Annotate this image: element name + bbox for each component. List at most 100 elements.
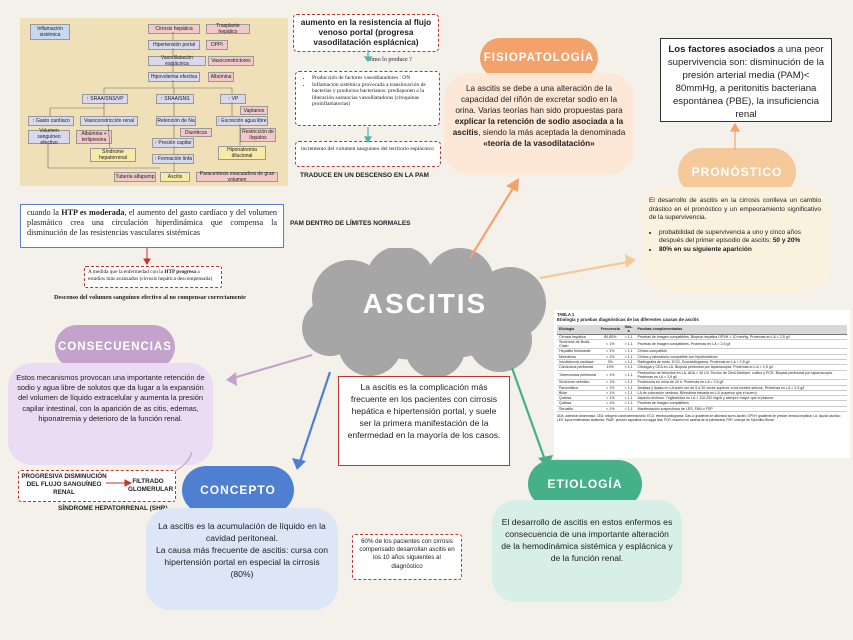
flow-box: Hipovolemia efectiva: [148, 72, 200, 82]
table-cell: < 1%: [598, 348, 622, 355]
flow-box: Ascitis: [160, 172, 190, 182]
intro-box: La ascitis es la complicación más frecue…: [338, 376, 510, 466]
concepto-text: La ascitis es la acumulación de líquido …: [158, 521, 326, 543]
main-title: ASCITIS: [362, 288, 488, 319]
fisiopatologia-emph: explicar la retención de sodio asociada …: [452, 117, 624, 137]
survival-factors-bold: Los factores asociados: [668, 44, 776, 55]
how-produced-label: Cómo lo produce ?: [366, 57, 412, 63]
survival-factors-box: Los factores asociados a una peor superv…: [660, 38, 832, 122]
fisiopatologia-box: La ascitis se debe a una alteración de l…: [444, 73, 634, 175]
flow-box: Vasodilatación esplácnica: [148, 55, 206, 67]
fisiopatologia-text: , siendo la más aceptada la denominada: [478, 128, 626, 137]
fisiopatologia-emph: «teoría de la vasodilatación»: [483, 139, 595, 148]
table-cell: Quilosa: [557, 400, 599, 407]
table-cell: < 1%: [598, 395, 622, 402]
flow-box: Trasplante hepático: [206, 23, 250, 35]
table-cell: > 1,1: [621, 348, 636, 355]
table-cell: < 1,1: [621, 370, 636, 381]
table-cell: > 1,1: [621, 354, 636, 361]
table-cell: < 1%: [598, 370, 622, 381]
flow-box: Albúmina: [208, 72, 234, 82]
table-header-cell: Gas-a: [621, 325, 636, 335]
pam-descent-label: TRADUCE EN UN DESCENSO EN LA PAM: [300, 172, 429, 179]
flow-box: Hiponatremia dilucional: [218, 146, 266, 160]
flow-box: Albúmina + terlipresina: [76, 130, 112, 144]
arrow-pronostico-up: [729, 123, 741, 150]
flow-box: Síndrome hepatorrenal: [90, 148, 136, 162]
table-cell: Citología y CEA en LA. Biopsia peritonea…: [635, 364, 847, 371]
concepto-box: La ascitis es la acumulación de líquido …: [146, 508, 338, 610]
arrow-htp-down: [143, 248, 151, 265]
flow-box: DPPI: [206, 40, 228, 50]
table-cell: Pruebas de imagen compatibles. Proteínas…: [635, 339, 847, 350]
pathophysiology-flowchart: Inflamación sistémica Cirrosis hepática …: [20, 18, 288, 186]
table-cell: Aspecto lechoso. Triglicéridos en LA > 1…: [635, 395, 847, 402]
flow-box: ↑ Excreción agua libre: [216, 116, 268, 126]
arrow-renal-filtrado: [106, 479, 132, 487]
flow-box: Vaptanes: [240, 106, 268, 115]
table-cell: < 1,1: [621, 364, 636, 371]
volume-increase-box: incremento del volumen sanguíneo del ter…: [295, 141, 441, 167]
consecuencias-box: Estos mecanismos provocan una importante…: [8, 363, 213, 465]
table-cell: < 1%: [598, 379, 622, 386]
table-caption: TABLA 1: [557, 312, 575, 317]
consecuencias-title: CONSECUENCIAS: [55, 325, 175, 369]
table-header-cell: Frecuencia: [598, 325, 622, 335]
etiologia-box: El desarrollo de ascitis en estos enferm…: [492, 500, 682, 602]
table-cell: > 1,1: [621, 359, 636, 366]
table-cell: < 1%: [598, 390, 622, 397]
table-cell: Clínica compatible: [635, 348, 847, 355]
table-cell: < 1,1: [621, 379, 636, 386]
table-cell: LA de coloración verdosa. Bilirrubina el…: [635, 390, 847, 397]
concepto-title: CONCEPTO: [182, 466, 294, 514]
production-item: Producción de factores vasodilatadores :…: [312, 75, 435, 82]
table-cell: < 1,1: [621, 385, 636, 391]
survival-factors-text: a una peor supervivencia son: disminució…: [667, 44, 825, 120]
pam-normal-label: PAM DENTRO DE LÍMITES NORMALES: [290, 220, 411, 227]
ascitis-cloud: [302, 248, 546, 378]
fisiopatologia-text: La ascitis se debe a una alteración de l…: [455, 84, 623, 115]
pronostico-bullet: 80% en su siguiente aparición: [659, 246, 821, 255]
table-cell: Tuberculosis peritoneal: [557, 370, 599, 381]
flow-box: Retención de Na: [156, 116, 196, 126]
table-cell: < 1%: [598, 385, 622, 391]
table-cell: Biliar: [557, 390, 599, 397]
flow-box: Volumen sanguíneo efectivo: [28, 128, 70, 146]
renal-flow-box: [18, 470, 176, 502]
flow-box: ↑ VP: [220, 94, 246, 104]
etiology-table-figure: TABLA 1 Etiología y pruebas diagnósticas…: [554, 310, 850, 458]
flowchart-connectors: [47, 32, 241, 172]
flow-box: Vasoconstrictores: [208, 56, 254, 66]
flow-box: Cirrosis hepática: [148, 24, 200, 34]
pronostico-bullet: probabilidad de supervivencia a uno y ci…: [659, 229, 821, 246]
table-cell: > 1,1: [621, 334, 636, 340]
production-box: Producción de factores vasodilatadores :…: [295, 71, 440, 126]
flow-box: ↑ Presión capilar: [152, 138, 194, 148]
concepto-text: La causa más frecuente de ascitis: cursa…: [156, 545, 328, 579]
table-cell: < 1,1: [621, 395, 636, 402]
table-cell: < 1,1: [621, 390, 636, 397]
flow-box: Inflamación sistémica: [30, 24, 70, 40]
table-cell: Predominio de linfocitos en LA. ADA > 40…: [635, 370, 847, 381]
table-cell: Proteinuria en orina de 24 h. Proteínas …: [635, 379, 847, 386]
pronostico-box: El desarrollo de ascitis en la cirrosis …: [641, 187, 829, 291]
flow-box: Hipertensión portal: [148, 40, 200, 50]
table-cell: Mixedema: [557, 354, 599, 361]
flow-box: Diuréticos: [180, 128, 212, 137]
production-item: Inflamación sistémica provocada a transl…: [312, 82, 435, 108]
pronostico-text: El desarrollo de ascitis en la cirrosis …: [649, 197, 821, 222]
sixty-percent-box: 60% de los pacientes con cirrosis compen…: [352, 534, 462, 580]
table-cell: Insuficiencia cardíaca: [557, 359, 599, 366]
effective-volume-label: Descenso del volumen sanguíneo efectivo …: [54, 294, 246, 301]
table-cell: Serositis: [557, 406, 599, 413]
flow-box: ↑ SRAA/SNS/VP: [82, 94, 128, 104]
table-header-cell: Pruebas complementarias: [635, 325, 847, 335]
